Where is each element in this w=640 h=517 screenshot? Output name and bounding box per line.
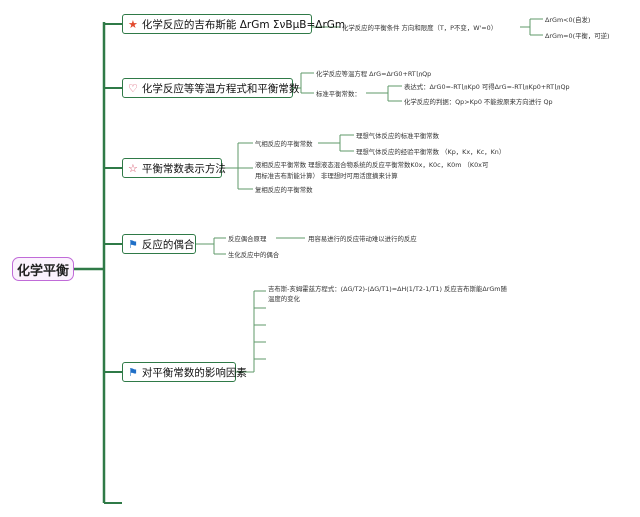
topic-label: 化学反应等等温方程式和平衡常数	[141, 82, 300, 95]
topic-gibbs-energy[interactable]: ★ 化学反应的吉布斯能 ΔrGm ΣνBμB=ΔrGm	[122, 14, 345, 34]
topic-isotherm-equation[interactable]: ♡ 化学反应等等温方程式和平衡常数	[122, 78, 299, 98]
star-icon: ★	[128, 17, 138, 31]
liquid-phase-node-line2[interactable]: 用标准吉布斯能计算） 非理想时可用活度摘来计算	[255, 172, 398, 180]
topic-label: 对平衡常数的影响因素	[141, 366, 247, 379]
heterogeneous-node[interactable]: 复相反应的平衡常数	[255, 186, 313, 194]
gibbs-helmholtz-node-line2[interactable]: 温度的变化	[268, 295, 300, 303]
isotherm-equation-node[interactable]: 化学反应等温方程 ΔrG=ΔrG0+RT㏑Qp	[316, 70, 432, 78]
topic-reaction-coupling[interactable]: ⚑ 反应的偶合	[122, 234, 196, 254]
topic-label: 平衡常数表示方法	[141, 162, 226, 175]
equilibrium-reversible-node[interactable]: ΔrGm=0(平衡，可逆)	[545, 32, 610, 40]
topic-constant-expressions[interactable]: ☆ 平衡常数表示方法	[122, 158, 226, 178]
topic-label: 化学反应的吉布斯能 ΔrGm ΣνBμB=ΔrGm	[141, 18, 346, 31]
ideal-gas-standard-node[interactable]: 理想气体反应的标准平衡常数	[356, 132, 440, 140]
flag-icon: ⚑	[128, 237, 138, 251]
expression-node[interactable]: 表达式：ΔrG0=-RT㏑Kp0 可得ΔrG=-RT㏑Kp0+RT㏑Qp	[404, 83, 570, 91]
root-node[interactable]: 化学平衡	[12, 257, 74, 281]
drive-reaction-node[interactable]: 用容易进行的反应带动难以进行的反应	[308, 235, 417, 243]
root-label: 化学平衡	[16, 263, 69, 279]
flag-icon: ⚑	[128, 365, 138, 379]
gas-phase-node[interactable]: 气相反应的平衡常数	[255, 140, 313, 148]
biochemical-coupling-node[interactable]: 生化反应中的偶合	[228, 251, 280, 259]
coupling-principle-node[interactable]: 反应偶合原理	[228, 235, 267, 243]
topic-influencing-factors[interactable]: ⚑ 对平衡常数的影响因素	[122, 362, 247, 382]
topic-label: 反应的偶合	[141, 238, 195, 251]
spontaneous-node[interactable]: ΔrGm<0(自发)	[545, 16, 591, 24]
ideal-gas-empirical-node[interactable]: 理想气体反应的经验平衡常数 （Kp，Kx，Kc，Kn）	[356, 148, 506, 156]
equilibrium-condition-node[interactable]: 化学反应的平衡条件 方向和限度（T，P不变，W'=0）	[342, 24, 498, 32]
criterion-node[interactable]: 化学反应的判据：Qp>Kp0 不能按原来方向进行 Qp	[404, 98, 553, 106]
standard-constant-node[interactable]: 标准平衡常数：	[316, 90, 361, 98]
gibbs-helmholtz-node[interactable]: 吉布斯-亥姆霍兹方程式：(ΔG/T2)-(ΔG/T1)=ΔH(1/T2-1/T1…	[268, 285, 507, 293]
heart-icon: ♡	[128, 81, 138, 95]
star-outline-icon: ☆	[128, 161, 138, 175]
liquid-phase-node[interactable]: 液相反应平衡常数 理想液态混合物系统的反应平衡常数K0x，K0c，K0m （K0…	[255, 161, 489, 169]
